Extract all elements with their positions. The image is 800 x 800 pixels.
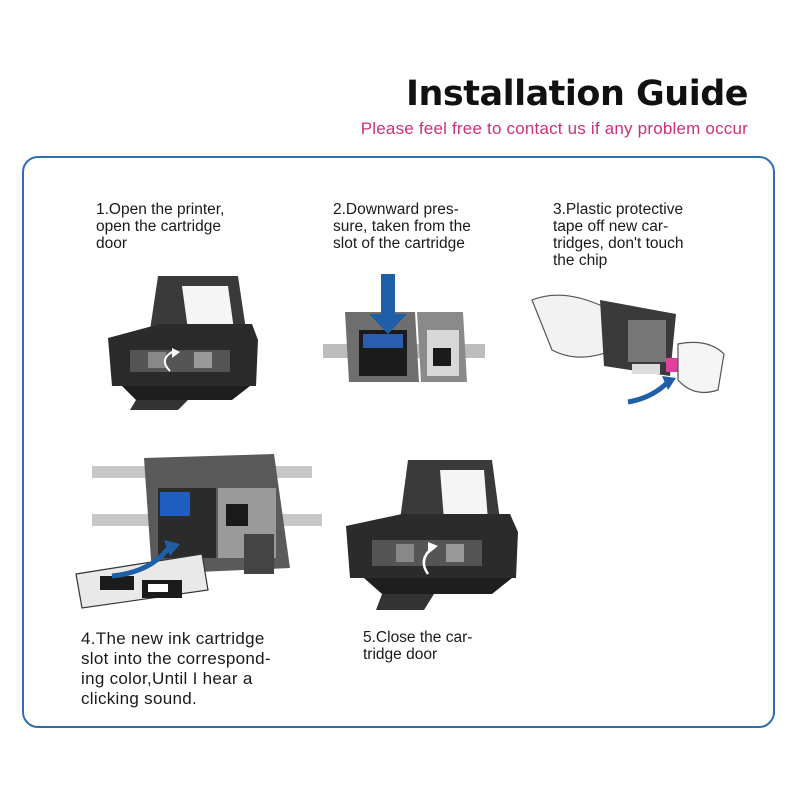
printer-close-illustration — [346, 460, 518, 610]
guide-frame — [22, 156, 775, 728]
insert-cartridge-illustration — [75, 454, 322, 609]
page-title: Installation Guide — [405, 74, 749, 114]
remove-tape-illustration — [531, 294, 725, 405]
step-4-text: 4.The new ink cartridge slot into the co… — [81, 629, 271, 708]
step-1-text: 1.Open the printer, open the cartridge d… — [96, 201, 225, 252]
cartridge-carriage-illustration — [323, 274, 485, 382]
step-2-text: 2.Downward pres- sure, taken from the sl… — [333, 201, 471, 252]
page-subtitle: Please feel free to contact us if any pr… — [360, 119, 748, 138]
printer-open-illustration — [108, 276, 258, 410]
step-3-text: 3.Plastic protective tape off new car- t… — [553, 201, 684, 269]
step-5-text: 5.Close the car- tridge door — [363, 629, 473, 663]
